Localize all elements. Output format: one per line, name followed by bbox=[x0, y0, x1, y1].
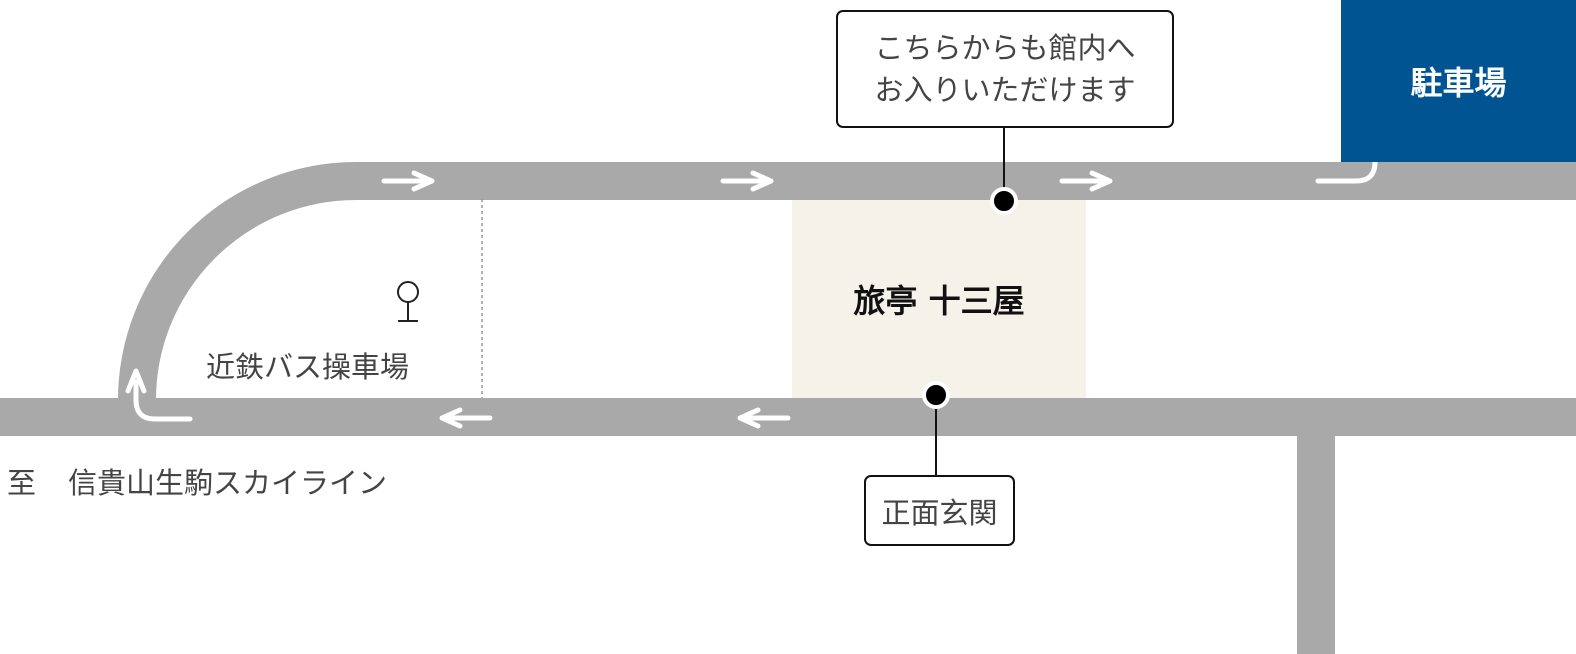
main-entrance-callout: 正面玄関 bbox=[864, 475, 1015, 546]
direction-arrow-icon bbox=[439, 407, 493, 429]
destination-label: 信貴山生駒スカイライン bbox=[68, 466, 388, 500]
road-loop bbox=[0, 162, 1576, 436]
parking-area: 駐車場 bbox=[1341, 0, 1576, 162]
ryokan-name-label: 旅亭 十三屋 bbox=[853, 281, 1025, 320]
bus-stop-icon bbox=[397, 281, 419, 322]
bus-depot-label: 近鉄バス操車場 bbox=[206, 350, 410, 384]
side-entrance-callout-line2: お入りいただけます bbox=[874, 73, 1136, 107]
ryokan-area bbox=[792, 199, 1086, 398]
direction-arrow-icon bbox=[381, 170, 435, 192]
destination-prefix-label: 至 bbox=[7, 466, 37, 500]
direction-arrow-icon bbox=[737, 407, 791, 429]
road-vertical bbox=[1297, 417, 1335, 654]
ryokan-name: 旅亭 十三屋 bbox=[792, 199, 1086, 398]
direction-arrow-icon bbox=[720, 170, 774, 192]
main-entrance-callout-label: 正面玄関 bbox=[881, 495, 998, 530]
main-entrance-marker-icon bbox=[922, 381, 950, 409]
u-turn-arrow-icon bbox=[125, 368, 193, 422]
direction-arrow-icon bbox=[1059, 170, 1113, 192]
side-entrance-callout: こちらからも館内へ お入りいただけます bbox=[836, 10, 1174, 128]
parking-label: 駐車場 bbox=[1410, 64, 1507, 102]
side-entrance-callout-line1: こちらからも館内へ bbox=[874, 31, 1136, 65]
side-entrance-marker-icon bbox=[990, 187, 1018, 215]
